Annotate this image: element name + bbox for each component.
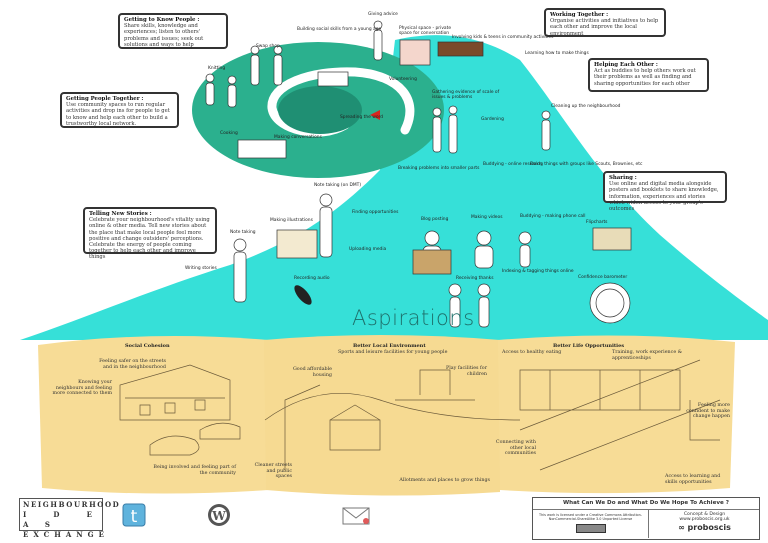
wordpress-icon[interactable]: W: [207, 503, 231, 527]
neighbourhood-ideas-exchange-logo[interactable]: NEIGHBOURHOOD I D E A S EXCHANGE: [19, 498, 121, 539]
cyan-cone: [20, 35, 768, 341]
activity-label: Learning how to make things: [525, 51, 589, 56]
activity-label: Writing stories: [185, 266, 217, 271]
activity-label: Breaking problems into smaller parts: [398, 166, 480, 171]
sand-panel-environment: [264, 335, 500, 496]
box-title: Working Together :: [550, 12, 609, 18]
activity-label: Knitting: [208, 66, 226, 71]
sand-panel-social: [38, 336, 268, 494]
activity-label: Making illustrations: [270, 218, 313, 223]
sketch-buildings: [119, 359, 721, 471]
panel-note: Play facilities for children: [445, 366, 487, 377]
activity-label: Volunteering: [389, 77, 417, 82]
activity-label: Swap shop: [256, 44, 280, 49]
activity-label: Buddying - making phone call: [520, 214, 586, 219]
box-body: Organise activities and initiatives to h…: [550, 18, 659, 37]
activity-label: Recording audio: [294, 276, 330, 281]
panel-note: Connecting with other local communities: [495, 440, 536, 457]
panel-note: Access to healthy eating: [502, 350, 562, 355]
activity-label: Doing things with groups like Scouts, Br…: [530, 162, 643, 167]
box-body: Use online and digital media alongside p…: [609, 181, 719, 213]
email-icon[interactable]: [342, 506, 372, 526]
activity-label: Spreading the word: [340, 115, 384, 120]
box-getting-people-together: Getting People Together :Use community s…: [60, 92, 179, 128]
activity-label: Indexing & tagging things online: [502, 269, 574, 274]
activity-label: Flipcharts: [586, 220, 608, 225]
creative-commons-badge-icon[interactable]: [575, 524, 606, 533]
box-title: Getting to Know People :: [124, 17, 200, 23]
box-helping-each-other: Helping Each Other :Act as buddies to he…: [588, 58, 709, 92]
concept-cell: Concept & Design www.proboscis.org.uk ∞ …: [650, 510, 759, 538]
box-title: Getting People Together :: [66, 96, 144, 102]
credit-title: What Can We Do and What Do We Hope To Ac…: [533, 498, 759, 510]
panel-title-better-life-opportunities: Better Life Opportunities: [553, 343, 625, 349]
license-cell: This work is licensed under a Creative C…: [533, 510, 649, 538]
panel-note: Allotments and places to grow things: [399, 478, 490, 483]
panel-note: Training, work experience & apprenticesh…: [612, 350, 682, 361]
box-working-together: Working Together :Organise activities an…: [544, 8, 666, 37]
aspirations-heading: Aspirations: [352, 306, 475, 330]
logo-line: NEIGHBOURHOOD: [23, 500, 121, 509]
panel-note: Access to learning and skills opportunit…: [665, 474, 721, 485]
activity-label: Making conversations: [274, 135, 322, 140]
box-title: Sharing :: [609, 175, 637, 181]
concept-label: Concept & Design: [683, 512, 726, 517]
sand-panel-opportunities: [498, 335, 735, 494]
panel-note: Feeling more confident to make change ha…: [686, 403, 730, 420]
activity-label: Blog posting: [421, 217, 449, 222]
logo-line: EXCHANGE: [23, 530, 109, 539]
activity-label: Note taking (on DMT): [314, 183, 362, 188]
microphone-icon: [294, 285, 312, 305]
activity-label: Note taking: [230, 230, 256, 235]
logo-line: I D E A S: [23, 510, 99, 529]
panel-note: Being involved and feeling part of the c…: [153, 465, 236, 476]
panel-note: Cleaner streets and public spaces: [254, 463, 292, 480]
figures: [205, 20, 632, 328]
panel-note: Knowing your neighbours and feeling more…: [52, 380, 112, 397]
svg-text:W: W: [211, 509, 226, 523]
proboscis-logo: ∞ proboscis: [678, 522, 731, 532]
activity-label: Giving advice: [368, 12, 398, 17]
box-title: Telling New Stories :: [89, 211, 152, 217]
activity-label: Gathering evidence of scale of issues & …: [432, 90, 500, 100]
twitter-icon[interactable]: t: [122, 503, 146, 527]
activity-label: Making videos: [471, 215, 503, 220]
brand-name: proboscis: [687, 522, 731, 532]
panel-title-social-cohesion: Social Cohesion: [125, 343, 170, 349]
proboscis-url-link[interactable]: www.proboscis.org.uk: [679, 517, 730, 523]
panel-title-better-local-environment: Better Local Environment: [353, 343, 426, 349]
activity-label: Cleaning up the neighbourhood: [551, 104, 621, 109]
activity-label: Physical space - private space for conve…: [399, 26, 452, 36]
license-text: This work is licensed under a Creative C…: [539, 513, 642, 521]
credit-box: What Can We Do and What Do We Hope To Ac…: [532, 497, 760, 540]
activity-label: Finding opportunities: [352, 210, 399, 215]
megaphone-icon: [370, 110, 380, 120]
activity-label: Buddying - online research: [483, 162, 542, 167]
activity-label: Involving kids & teens in community acti…: [452, 35, 554, 40]
svg-text:t: t: [131, 507, 138, 527]
activity-label: Receiving thanks: [456, 276, 494, 281]
panel-note: Sports and leisure facilities for young …: [338, 350, 448, 355]
activity-label: Uploading media: [349, 247, 387, 252]
spiral-center: [278, 86, 362, 134]
box-body: Celebrate your neighbourhood's vitality …: [89, 217, 210, 261]
box-telling-new-stories: Telling New Stories :Celebrate your neig…: [83, 207, 217, 260]
activity-label: Gardening: [481, 117, 504, 122]
activity-label: Cooking: [220, 131, 238, 136]
panel-note: Feeling safer on the streets and in the …: [99, 359, 166, 370]
box-body: Use community spaces to run regular acti…: [66, 102, 170, 127]
box-body: Share skills, knowledge and experiences;…: [124, 23, 204, 48]
box-title: Helping Each Other :: [594, 62, 658, 68]
box-body: Act as buddies to help others work out t…: [594, 68, 696, 87]
box-getting-to-know-people: Getting to Know People :Share skills, kn…: [118, 13, 228, 49]
box-sharing: Sharing :Use online and digital media al…: [603, 171, 727, 212]
activity-label: Confidence barometer: [578, 275, 628, 280]
panel-note: Good affordable housing: [292, 367, 332, 378]
activity-label: Building social skills from a young age: [297, 27, 382, 32]
